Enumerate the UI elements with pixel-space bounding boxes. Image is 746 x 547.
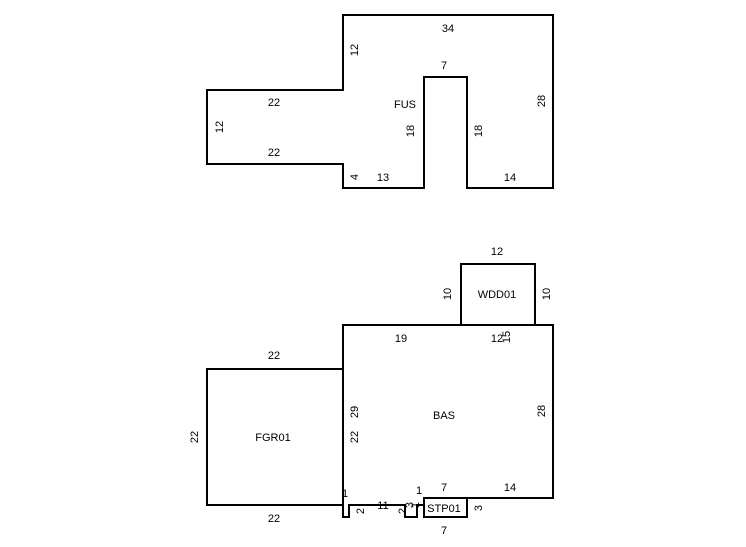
bas-dim-top-right: 12 [491,333,503,345]
lower-sketch: WDD01 12 10 10 FGR01 22 22 22 22 BAS 19 … [189,246,554,537]
wdd01-dim-left: 10 [442,288,454,300]
bas-dim-bottom-step-f: 1 [416,485,422,497]
bas-dim-bottom-step-d: 3 [404,502,416,508]
fus-area-label: FUS [394,99,416,111]
bas-label: BAS [433,410,455,422]
fus-dim-wing-top: 22 [268,97,280,109]
fus-dim-top: 34 [442,23,454,35]
bas-dim-bottom-middle: 11 [377,500,388,512]
stp01-label: STP01 [427,503,461,515]
bas-dim-bottom-step-b: 2 [355,508,367,514]
fus-dim-wing-bottom: 22 [268,147,280,159]
fus-dim-left-upper: 12 [349,44,361,56]
bas-outline [342,324,554,518]
upper-sketch: FUS 34 12 7 28 22 12 22 18 18 4 13 14 [206,14,554,189]
fus-dim-bottom-left: 13 [377,172,389,184]
bas-dim-left: 29 [349,406,361,418]
bas-dim-bottom-step-e: 1 [410,502,422,508]
bas-dim-top-right-overlap: 15 [501,331,513,343]
stp01-dim-bottom: 7 [441,525,447,537]
wdd01-dim-top: 12 [491,246,503,258]
fgr01-dim-bottom: 22 [268,513,280,525]
bas-dim-right: 28 [536,405,548,417]
stp01-outline [423,497,468,518]
bas-dim-bottom-right: 14 [504,482,516,494]
stp01-dim-right: 3 [473,505,485,511]
bas-dim-bottom-step-c: 2 [397,508,409,514]
fus-dim-notch-top: 7 [441,60,447,72]
fgr01-dim-left: 22 [189,431,201,443]
fgr01-dim-right: 22 [349,431,361,443]
wdd01-dim-right: 10 [541,288,553,300]
wdd01-label: WDD01 [478,289,517,301]
fus-dim-bottom-left-short: 4 [349,174,361,180]
fus-dim-notch-right: 18 [473,125,485,137]
fus-outline [206,14,554,189]
fgr01-label: FGR01 [255,432,290,444]
fus-dim-notch-left: 18 [405,125,417,137]
fus-dim-right: 28 [536,95,548,107]
bas-dim-bottom-step-g: 7 [441,482,447,494]
fus-dim-bottom-right: 14 [504,172,516,184]
fus-dim-wing-left: 12 [214,121,226,133]
bas-dim-top-left: 19 [395,333,407,345]
bas-dim-bottom-step-a: 1 [342,488,348,500]
fgr01-dim-top: 22 [268,350,280,362]
